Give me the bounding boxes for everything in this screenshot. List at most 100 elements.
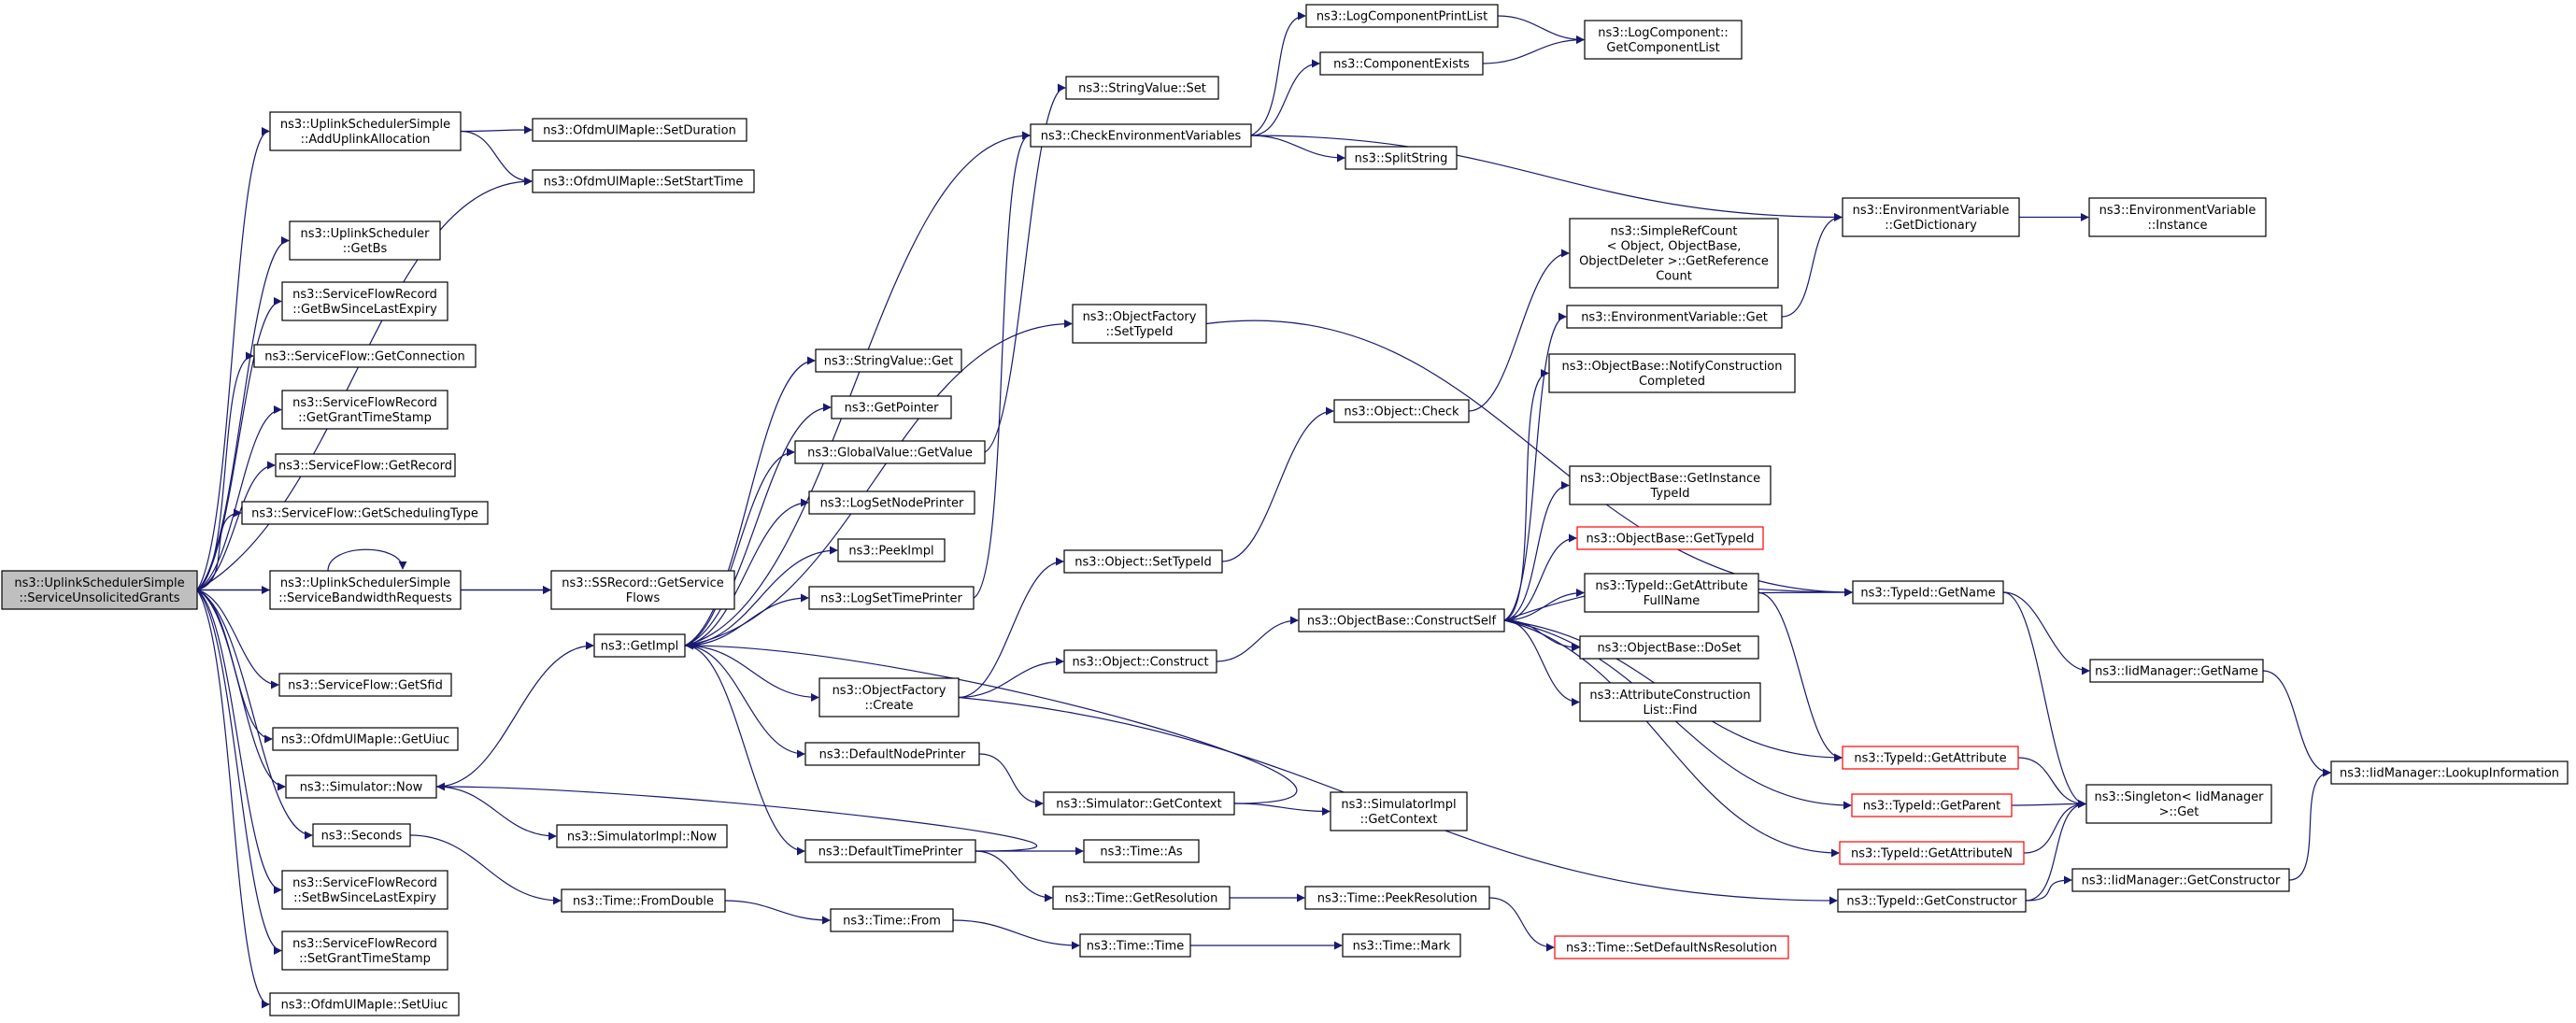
function-node-objConstruct[interactable]: ns3::Object::Construct bbox=[1063, 649, 1217, 674]
node-label-line: ns3::StringValue::Set bbox=[1078, 82, 1206, 96]
function-node-compExists[interactable]: ns3::ComponentExists bbox=[1319, 51, 1484, 76]
function-node-getRecord[interactable]: ns3::ServiceFlow::GetRecord bbox=[275, 453, 456, 477]
node-label-line: ns3::ObjectFactory bbox=[1083, 310, 1197, 324]
function-node-logSetTime[interactable]: ns3::LogSetTimePrinter bbox=[808, 586, 975, 610]
function-node-singletonGet[interactable]: ns3::Singleton< IidManager>::Get bbox=[2085, 784, 2272, 824]
function-node-envGetDict[interactable]: ns3::EnvironmentVariable::GetDictionary bbox=[1842, 197, 2020, 237]
function-node-logCompGetList[interactable]: ns3::LogComponent::GetComponentList bbox=[1584, 20, 1743, 60]
function-node-simImplGetContext[interactable]: ns3::SimulatorImpl::GetContext bbox=[1330, 791, 1468, 831]
function-node-objCheck[interactable]: ns3::Object::Check bbox=[1333, 399, 1470, 423]
call-edge-getImpl-to-getPointer bbox=[684, 403, 832, 646]
call-edge-root-to-setBwSince bbox=[196, 590, 282, 894]
function-node-simNow[interactable]: ns3::Simulator::Now bbox=[285, 774, 437, 799]
function-node-strSet[interactable]: ns3::StringValue::Set bbox=[1065, 76, 1219, 100]
function-node-serviceBw[interactable]: ns3::UplinkSchedulerSimple::ServiceBandw… bbox=[269, 570, 462, 610]
call-edge-obConstructSelf-to-tidGetAttrN bbox=[1503, 619, 1840, 858]
node-label-line: ns3::Time::FromDouble bbox=[573, 895, 714, 909]
function-node-addUplink[interactable]: ns3::UplinkSchedulerSimple::AddUplinkAll… bbox=[269, 111, 462, 151]
call-edge-simGetContext-to-simImplGetContext bbox=[1233, 803, 1331, 816]
node-label-line: ns3::ServiceFlowRecord bbox=[292, 396, 437, 410]
call-edge-checkEnv-to-logCompPrint bbox=[1250, 11, 1306, 136]
function-node-tidGetAttr[interactable]: ns3::TypeId::GetAttribute bbox=[1842, 746, 2019, 770]
function-node-root[interactable]: ns3::UplinkSchedulerSimple::ServiceUnsol… bbox=[1, 570, 198, 610]
function-node-timeMark[interactable]: ns3::Time::Mark bbox=[1342, 933, 1461, 958]
function-node-simGetContext[interactable]: ns3::Simulator::GetContext bbox=[1043, 791, 1235, 816]
function-node-obGetTypeId[interactable]: ns3::ObjectBase::GetTypeId bbox=[1576, 526, 1764, 550]
function-node-getPointer[interactable]: ns3::GetPointer bbox=[831, 395, 952, 419]
function-node-setUiuc[interactable]: ns3::OfdmUlMapIe::SetUiuc bbox=[269, 992, 460, 1016]
function-node-getImpl[interactable]: ns3::GetImpl bbox=[593, 633, 686, 658]
function-node-getGrantTS[interactable]: ns3::ServiceFlowRecord::GetGrantTimeStam… bbox=[281, 390, 448, 430]
node-box bbox=[1851, 793, 2013, 817]
node-label-line: ns3::SplitString bbox=[1355, 152, 1448, 166]
function-node-simpleRef[interactable]: ns3::SimpleRefCount< Object, ObjectBase,… bbox=[1569, 218, 1779, 289]
function-node-gvGetValue[interactable]: ns3::GlobalValue::GetValue bbox=[794, 440, 986, 464]
node-label-line: ns3::ServiceFlow::GetSfid bbox=[288, 679, 443, 693]
node-label-line: ns3::Seconds bbox=[321, 830, 403, 844]
function-node-iidGetName[interactable]: ns3::IidManager::GetName bbox=[2089, 659, 2264, 683]
function-node-logSetNode[interactable]: ns3::LogSetNodePrinter bbox=[808, 490, 975, 515]
function-node-timeFrom[interactable]: ns3::Time::From bbox=[830, 908, 954, 932]
function-node-timeAs[interactable]: ns3::Time::As bbox=[1083, 839, 1200, 863]
node-label-line: ns3::OfdmUlMapIe::SetDuration bbox=[543, 124, 736, 138]
function-node-obNotify[interactable]: ns3::ObjectBase::NotifyConstructionCompl… bbox=[1548, 353, 1796, 393]
function-node-splitString[interactable]: ns3::SplitString bbox=[1345, 146, 1458, 170]
function-node-tidGetAttrN[interactable]: ns3::TypeId::GetAttributeN bbox=[1839, 841, 2025, 865]
node-label-line: ns3::SSRecord::GetService bbox=[562, 576, 723, 590]
function-node-getSchedType[interactable]: ns3::ServiceFlow::GetSchedulingType bbox=[241, 501, 489, 525]
node-box bbox=[831, 395, 952, 419]
call-edge-tidGetConstructor-to-singletonGet bbox=[2025, 800, 2086, 902]
function-node-defNode[interactable]: ns3::DefaultNodePrinter bbox=[804, 742, 980, 766]
function-node-getBs[interactable]: ns3::UplinkScheduler::GetBs bbox=[289, 220, 441, 261]
function-node-obConstructSelf[interactable]: ns3::ObjectBase::ConstructSelf bbox=[1298, 608, 1505, 632]
function-node-setDuration[interactable]: ns3::OfdmUlMapIe::SetDuration bbox=[532, 118, 747, 142]
call-edge-objSetTypeId-to-objCheck bbox=[1221, 406, 1334, 562]
node-label-line: ns3::ServiceFlow::GetSchedulingType bbox=[251, 507, 478, 521]
function-node-setDefaultNsRes[interactable]: ns3::Time::SetDefaultNsResolution bbox=[1554, 935, 1789, 959]
node-box bbox=[1052, 886, 1231, 910]
node-label-line: ::SetBwSinceLastExpiry bbox=[293, 891, 436, 905]
function-node-setStartTime[interactable]: ns3::OfdmUlMapIe::SetStartTime bbox=[532, 169, 755, 193]
function-node-iidGetConstructor[interactable]: ns3::IidManager::GetConstructor bbox=[2071, 868, 2290, 892]
function-node-tidGetName[interactable]: ns3::TypeId::GetName bbox=[1852, 580, 2004, 604]
function-node-peekImpl[interactable]: ns3::PeekImpl bbox=[837, 538, 946, 562]
function-node-obDoSet[interactable]: ns3::ObjectBase::DoSet bbox=[1579, 635, 1759, 660]
function-node-envInstance[interactable]: ns3::EnvironmentVariable::Instance bbox=[2088, 197, 2267, 237]
function-node-peekRes[interactable]: ns3::Time::PeekResolution bbox=[1304, 886, 1490, 910]
function-node-logCompPrint[interactable]: ns3::LogComponentPrintList bbox=[1305, 4, 1499, 28]
function-node-ofSetTypeId[interactable]: ns3::ObjectFactory::SetTypeId bbox=[1072, 304, 1207, 344]
node-label-line: ns3::UplinkSchedulerSimple bbox=[280, 118, 450, 132]
function-node-getConnection[interactable]: ns3::ServiceFlow::GetConnection bbox=[253, 344, 477, 368]
function-node-getBwSince[interactable]: ns3::ServiceFlowRecord::GetBwSinceLastEx… bbox=[281, 281, 448, 321]
function-node-setBwSince[interactable]: ns3::ServiceFlowRecord::SetBwSinceLastEx… bbox=[281, 870, 448, 910]
node-label-line: ns3::ServiceFlow::GetRecord bbox=[278, 460, 452, 474]
function-node-timeGetRes[interactable]: ns3::Time::GetResolution bbox=[1052, 886, 1231, 910]
function-node-simImplNow[interactable]: ns3::SimulatorImpl::Now bbox=[556, 824, 728, 848]
function-node-tidGetParent[interactable]: ns3::TypeId::GetParent bbox=[1851, 793, 2013, 817]
node-box bbox=[815, 348, 962, 373]
function-node-getUiuc[interactable]: ns3::OfdmUlMapIe::GetUiuc bbox=[272, 727, 459, 751]
function-node-fromDouble[interactable]: ns3::Time::FromDouble bbox=[561, 888, 726, 913]
function-node-defTime[interactable]: ns3::DefaultTimePrinter bbox=[804, 839, 976, 863]
function-node-strGet[interactable]: ns3::StringValue::Get bbox=[815, 348, 962, 373]
function-node-setGrantTS[interactable]: ns3::ServiceFlowRecord::SetGrantTimeStam… bbox=[281, 931, 448, 971]
call-edge-ofCreate-to-objConstruct bbox=[958, 657, 1064, 699]
function-node-ofCreate[interactable]: ns3::ObjectFactory::Create bbox=[818, 677, 960, 718]
function-node-tidGetConstructor[interactable]: ns3::TypeId::GetConstructor bbox=[1837, 888, 2027, 913]
node-box bbox=[278, 673, 452, 697]
node-box bbox=[1839, 841, 2025, 865]
function-node-objSetTypeId[interactable]: ns3::Object::SetTypeId bbox=[1063, 549, 1223, 574]
function-node-checkEnv[interactable]: ns3::CheckEnvironmentVariables bbox=[1030, 123, 1252, 148]
node-box bbox=[1837, 888, 2027, 913]
function-node-iidLookup[interactable]: ns3::IidManager::LookupInformation bbox=[2330, 760, 2569, 785]
function-node-seconds[interactable]: ns3::Seconds bbox=[312, 823, 411, 847]
function-node-getSfid[interactable]: ns3::ServiceFlow::GetSfid bbox=[278, 673, 452, 697]
function-node-timeTime[interactable]: ns3::Time::Time bbox=[1079, 933, 1191, 958]
call-edge-fromDouble-to-timeFrom bbox=[724, 900, 831, 925]
function-node-envVarGet[interactable]: ns3::EnvironmentVariable::Get bbox=[1566, 305, 1783, 329]
